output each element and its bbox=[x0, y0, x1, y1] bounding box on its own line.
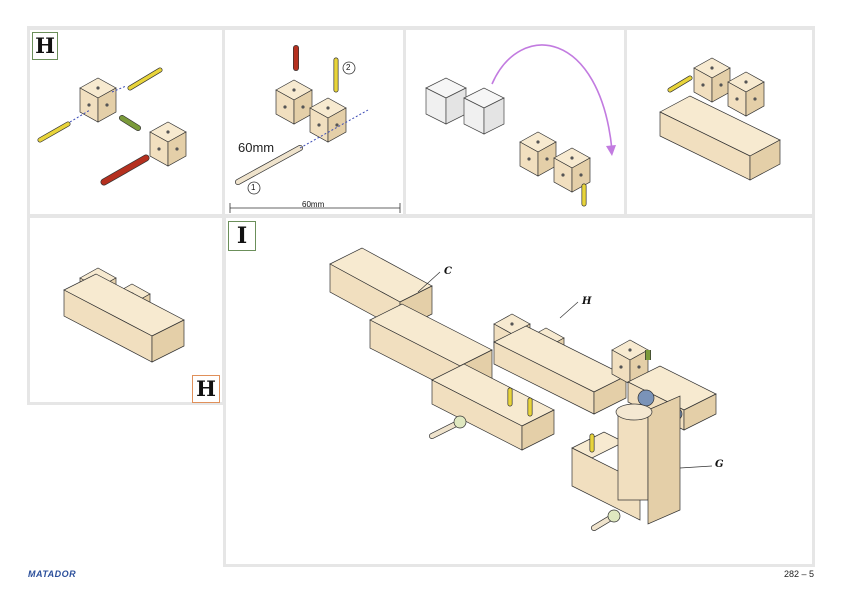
callout-h: H bbox=[582, 296, 592, 307]
callout-c: C bbox=[444, 266, 452, 277]
blank-area bbox=[26, 405, 223, 575]
label-num-1: 1 bbox=[251, 183, 256, 192]
step-letter-h: H bbox=[32, 32, 58, 60]
page-number: 282 – 5 bbox=[783, 569, 814, 579]
callout-g: G bbox=[715, 459, 724, 470]
step-letter-i: I bbox=[228, 221, 256, 251]
label-num-2: 2 bbox=[346, 63, 351, 72]
brand-logo: MATADOR bbox=[28, 569, 77, 579]
rod-length-label: 60mm bbox=[238, 140, 275, 155]
rotate-arrow-icon bbox=[491, 44, 613, 151]
step-letter-h-result: H bbox=[192, 375, 220, 403]
panel-i bbox=[226, 218, 812, 564]
scale-length-label: 60mm bbox=[302, 200, 325, 209]
